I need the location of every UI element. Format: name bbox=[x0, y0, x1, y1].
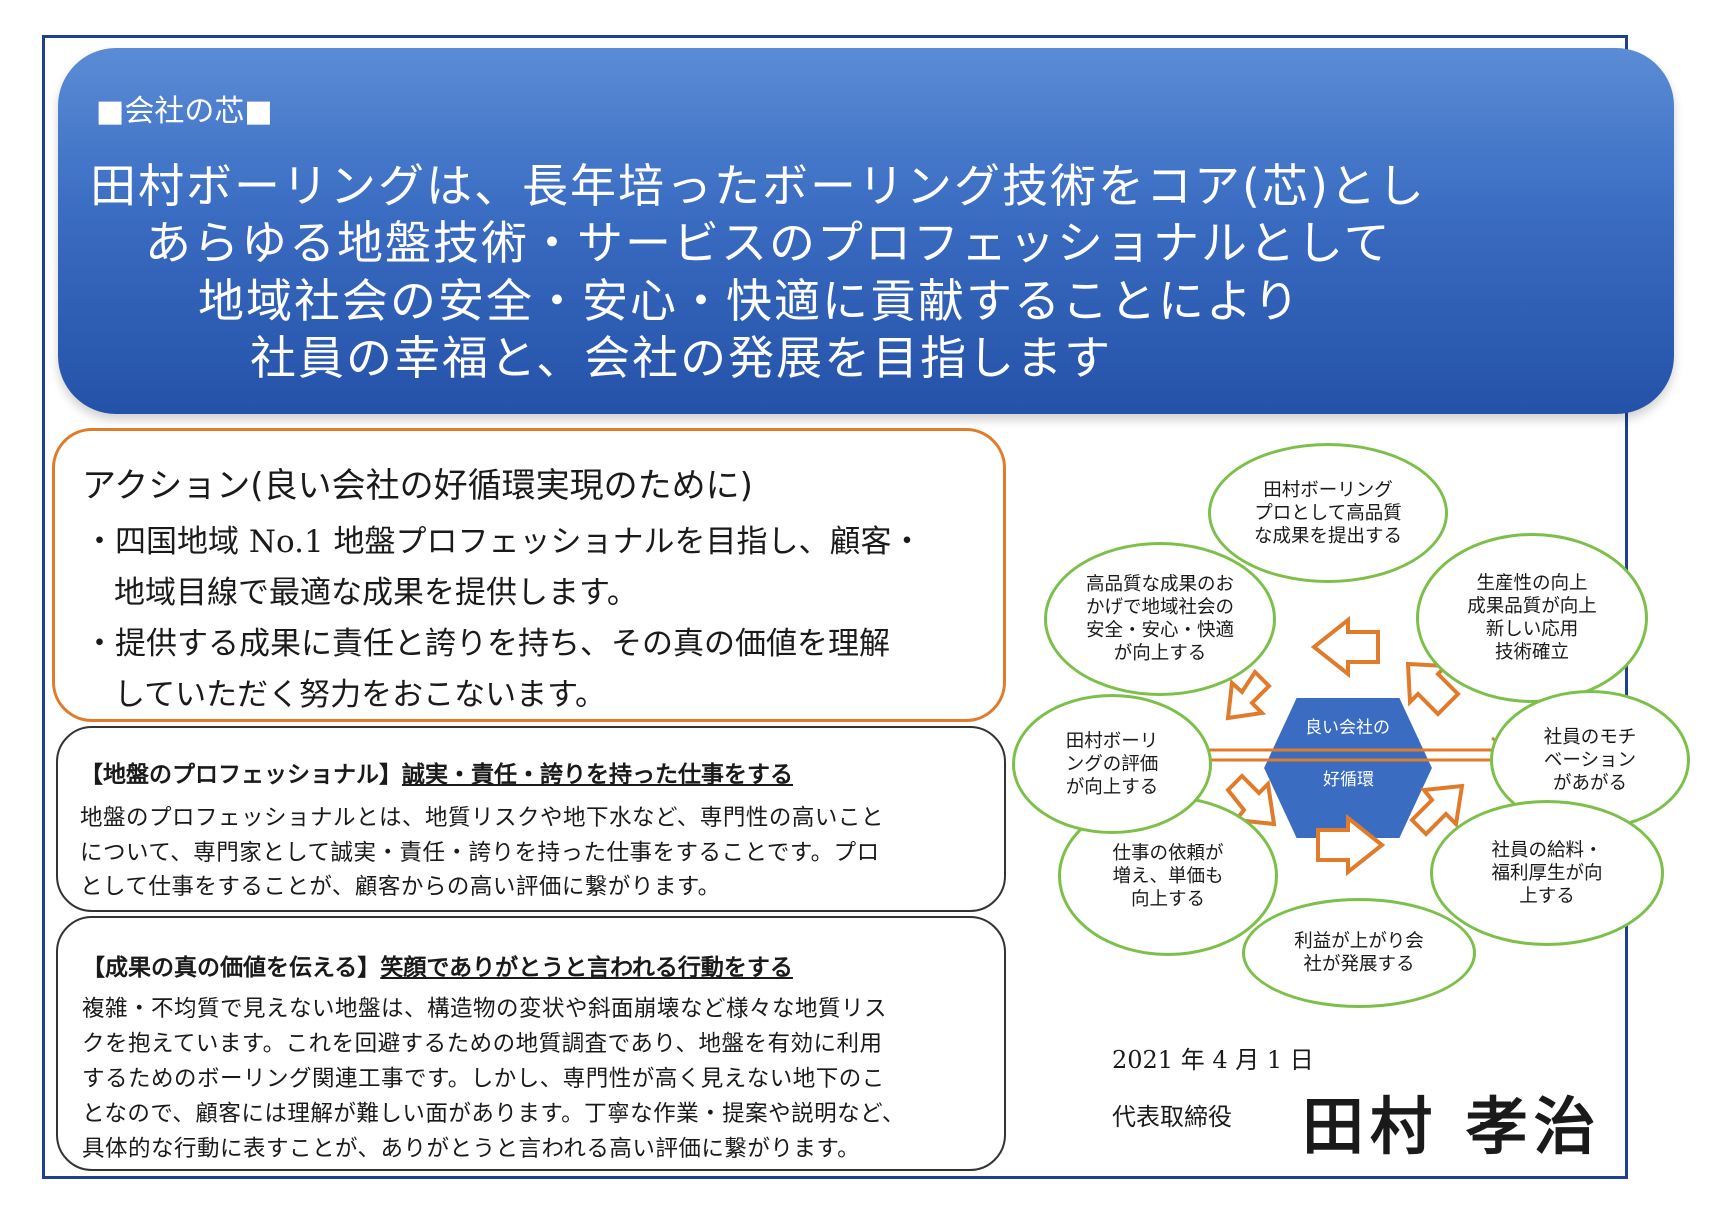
action-title: アクション(良い会社の好循環実現のために) bbox=[82, 466, 753, 506]
value-line-5: 具体的な行動に表すことが、ありがとうと言われる高い評価に繋がります。 bbox=[82, 1136, 861, 1162]
value-title: 【成果の真の価値を伝える】笑顔でありがとうと言われる行動をする bbox=[82, 948, 793, 982]
arrow-bottom-right-icon bbox=[1316, 813, 1386, 877]
action-line-4: していただく努力をおこないます。 bbox=[114, 677, 606, 713]
arrow-upper-left-icon bbox=[1225, 668, 1272, 721]
action-box bbox=[52, 428, 1006, 722]
cycle-node-lower-right: 社員の給料・ 福利厚生が向 上する bbox=[1430, 800, 1664, 946]
value-line-2: クを抱えています。これを回避するための地質調査であり、地盤を有効に利用 bbox=[82, 1031, 883, 1057]
cycle-center-line1: 良い会社の bbox=[1305, 718, 1390, 738]
banner-line-4: 社員の幸福と、会社の発展を目指します bbox=[250, 331, 1113, 385]
issue-date: 2021 年 4 月 1 日 bbox=[1112, 1046, 1314, 1074]
value-line-1: 複雑・不均質で見えない地盤は、構造物の変状や斜面崩壊など様々な地質リス bbox=[82, 996, 888, 1022]
banner-line-3: 地域社会の安全・安心・快適に貢献することにより bbox=[198, 274, 1302, 328]
value-line-4: となので、顧客には理解が難しい面があります。丁寧な作業・提案や説明など、 bbox=[82, 1101, 906, 1127]
core-banner bbox=[58, 48, 1674, 414]
cycle-center-line2: 好循環 bbox=[1323, 770, 1374, 790]
professional-line-1: 地盤のプロフェッショナルとは、地質リスクや地下水など、専門性の高いこと bbox=[80, 805, 884, 831]
action-line-3: ・提供する成果に責任と誇りを持ち、その真の価値を理解 bbox=[84, 626, 890, 662]
arrow-upper-right-icon bbox=[1405, 661, 1461, 717]
professional-title-main: 誠実・責任・誇りを持った仕事をする bbox=[402, 762, 793, 788]
banner-label: ■会社の芯■ bbox=[96, 94, 273, 129]
arrow-lower-left-icon bbox=[1225, 773, 1277, 827]
professional-title: 【地盤のプロフェッショナル】誠実・責任・誇りを持った仕事をする bbox=[80, 755, 793, 789]
action-line-2: 地域目線で最適な成果を提供します。 bbox=[114, 575, 638, 611]
signer-role: 代表取締役 bbox=[1112, 1103, 1232, 1131]
professional-line-2: について、専門家として誠実・責任・誇りを持った仕事をすることです。プロ bbox=[80, 840, 880, 866]
professional-box bbox=[56, 726, 1006, 912]
value-title-main: 笑顔でありがとうと言われる行動をする bbox=[380, 955, 793, 981]
arrow-top-left-icon bbox=[1310, 615, 1380, 679]
cycle-node-bottom: 利益が上がり会 社が発展する bbox=[1242, 898, 1476, 1008]
signer-name: 田村 孝治 bbox=[1302, 1090, 1602, 1163]
value-title-prefix: 【成果の真の価値を伝える】 bbox=[82, 955, 381, 981]
value-line-3: するためのボーリング関連工事です。しかし、専門性が高く見えない地下のこ bbox=[82, 1066, 885, 1092]
cycle-node-top: 田村ボーリング プロとして高品質 な成果を提出する bbox=[1208, 443, 1448, 583]
cycle-node-upper-left: 高品質な成果のお かげで地域社会の 安全・安心・快適 が向上する bbox=[1044, 542, 1276, 696]
cycle-node-upper-right: 生産性の向上 成果品質が向上 新しい応用 技術確立 bbox=[1416, 533, 1648, 703]
action-line-1: ・四国地域 No.1 地盤プロフェッショナルを目指し、顧客・ bbox=[84, 524, 923, 560]
banner-line-1: 田村ボーリングは、長年培ったボーリング技術をコア(芯)とし bbox=[90, 159, 1426, 213]
cycle-node-left: 田村ボーリ ングの評価 が向上する bbox=[1012, 694, 1212, 834]
banner-line-2: あらゆる地盤技術・サービスのプロフェッショナルとして bbox=[145, 216, 1392, 270]
professional-line-3: として仕事をすることが、顧客からの高い評価に繋がります。 bbox=[80, 874, 721, 900]
arrow-lower-right-icon bbox=[1409, 783, 1465, 837]
value-box bbox=[56, 916, 1006, 1171]
cycle-center-hexagon bbox=[1261, 696, 1435, 840]
professional-title-prefix: 【地盤のプロフェッショナル】 bbox=[80, 762, 402, 788]
